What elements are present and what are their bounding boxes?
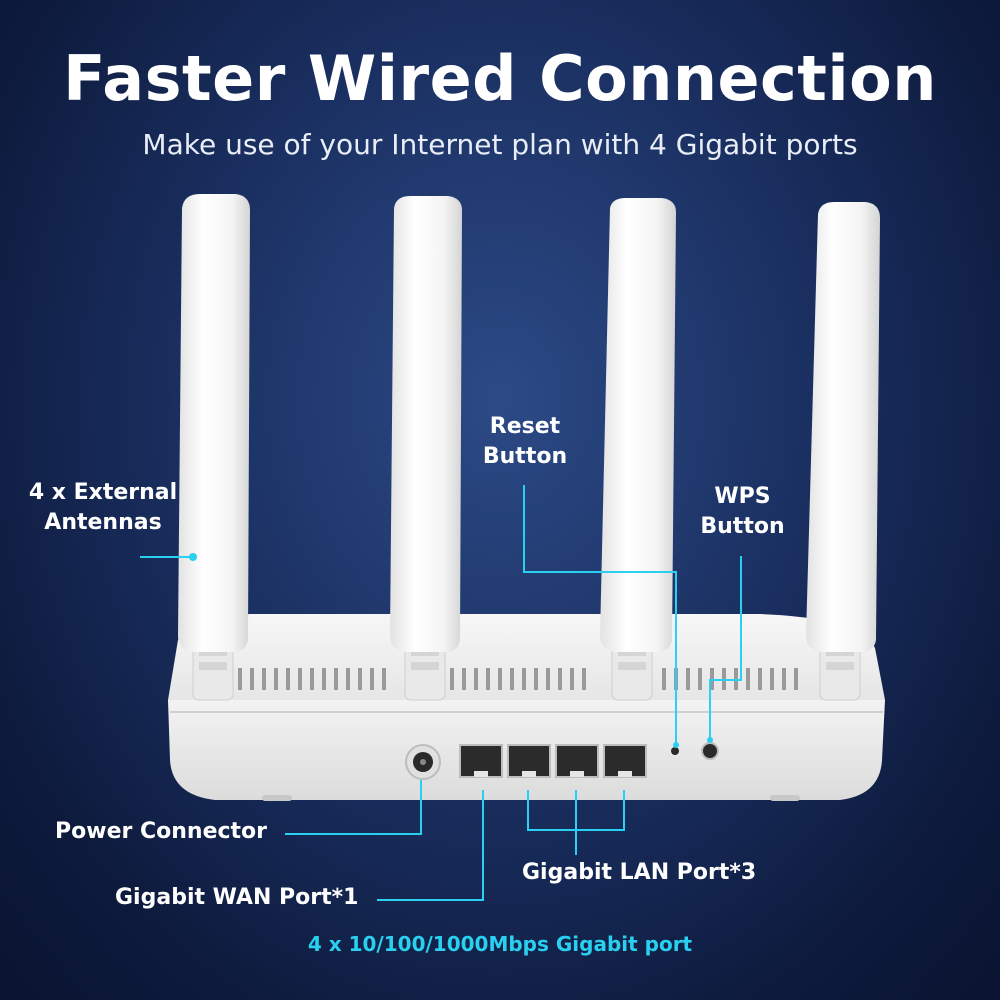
antennas-label: 4 x External Antennas [28, 480, 178, 535]
reset-callout-line [523, 485, 677, 743]
callout-lines [140, 485, 742, 901]
port-speed-footnote: 4 x 10/100/1000Mbps Gigabit port [307, 932, 693, 956]
antenna-3 [600, 198, 676, 701]
lan-port-2 [555, 744, 599, 778]
antenna-2 [390, 196, 462, 701]
wan-port-label: Gigabit WAN Port*1 [115, 885, 359, 910]
lan-port-1 [507, 744, 551, 778]
power-callout-line [285, 780, 422, 835]
wps-button-shape [701, 742, 719, 760]
wps-button-label: WPS Button [700, 484, 785, 539]
banner-subtitle: Make use of your Internet plan with 4 Gi… [142, 128, 858, 161]
reset-button-label: Reset Button [482, 414, 568, 469]
lan-port-3 [603, 744, 647, 778]
power-connector-label: Power Connector [55, 819, 268, 844]
wan-callout-line [377, 790, 484, 901]
reset-pinhole [671, 747, 679, 755]
wan-port [459, 744, 503, 778]
power-connector [405, 744, 441, 780]
lan-port-label: Gigabit LAN Port*3 [522, 860, 757, 885]
wps-callout-line [709, 556, 742, 738]
banner-title: Faster Wired Connection [63, 42, 937, 115]
router-foot-right [770, 795, 800, 801]
antenna-1 [178, 194, 250, 701]
router-foot-left [262, 795, 292, 801]
antenna-4 [806, 202, 880, 701]
